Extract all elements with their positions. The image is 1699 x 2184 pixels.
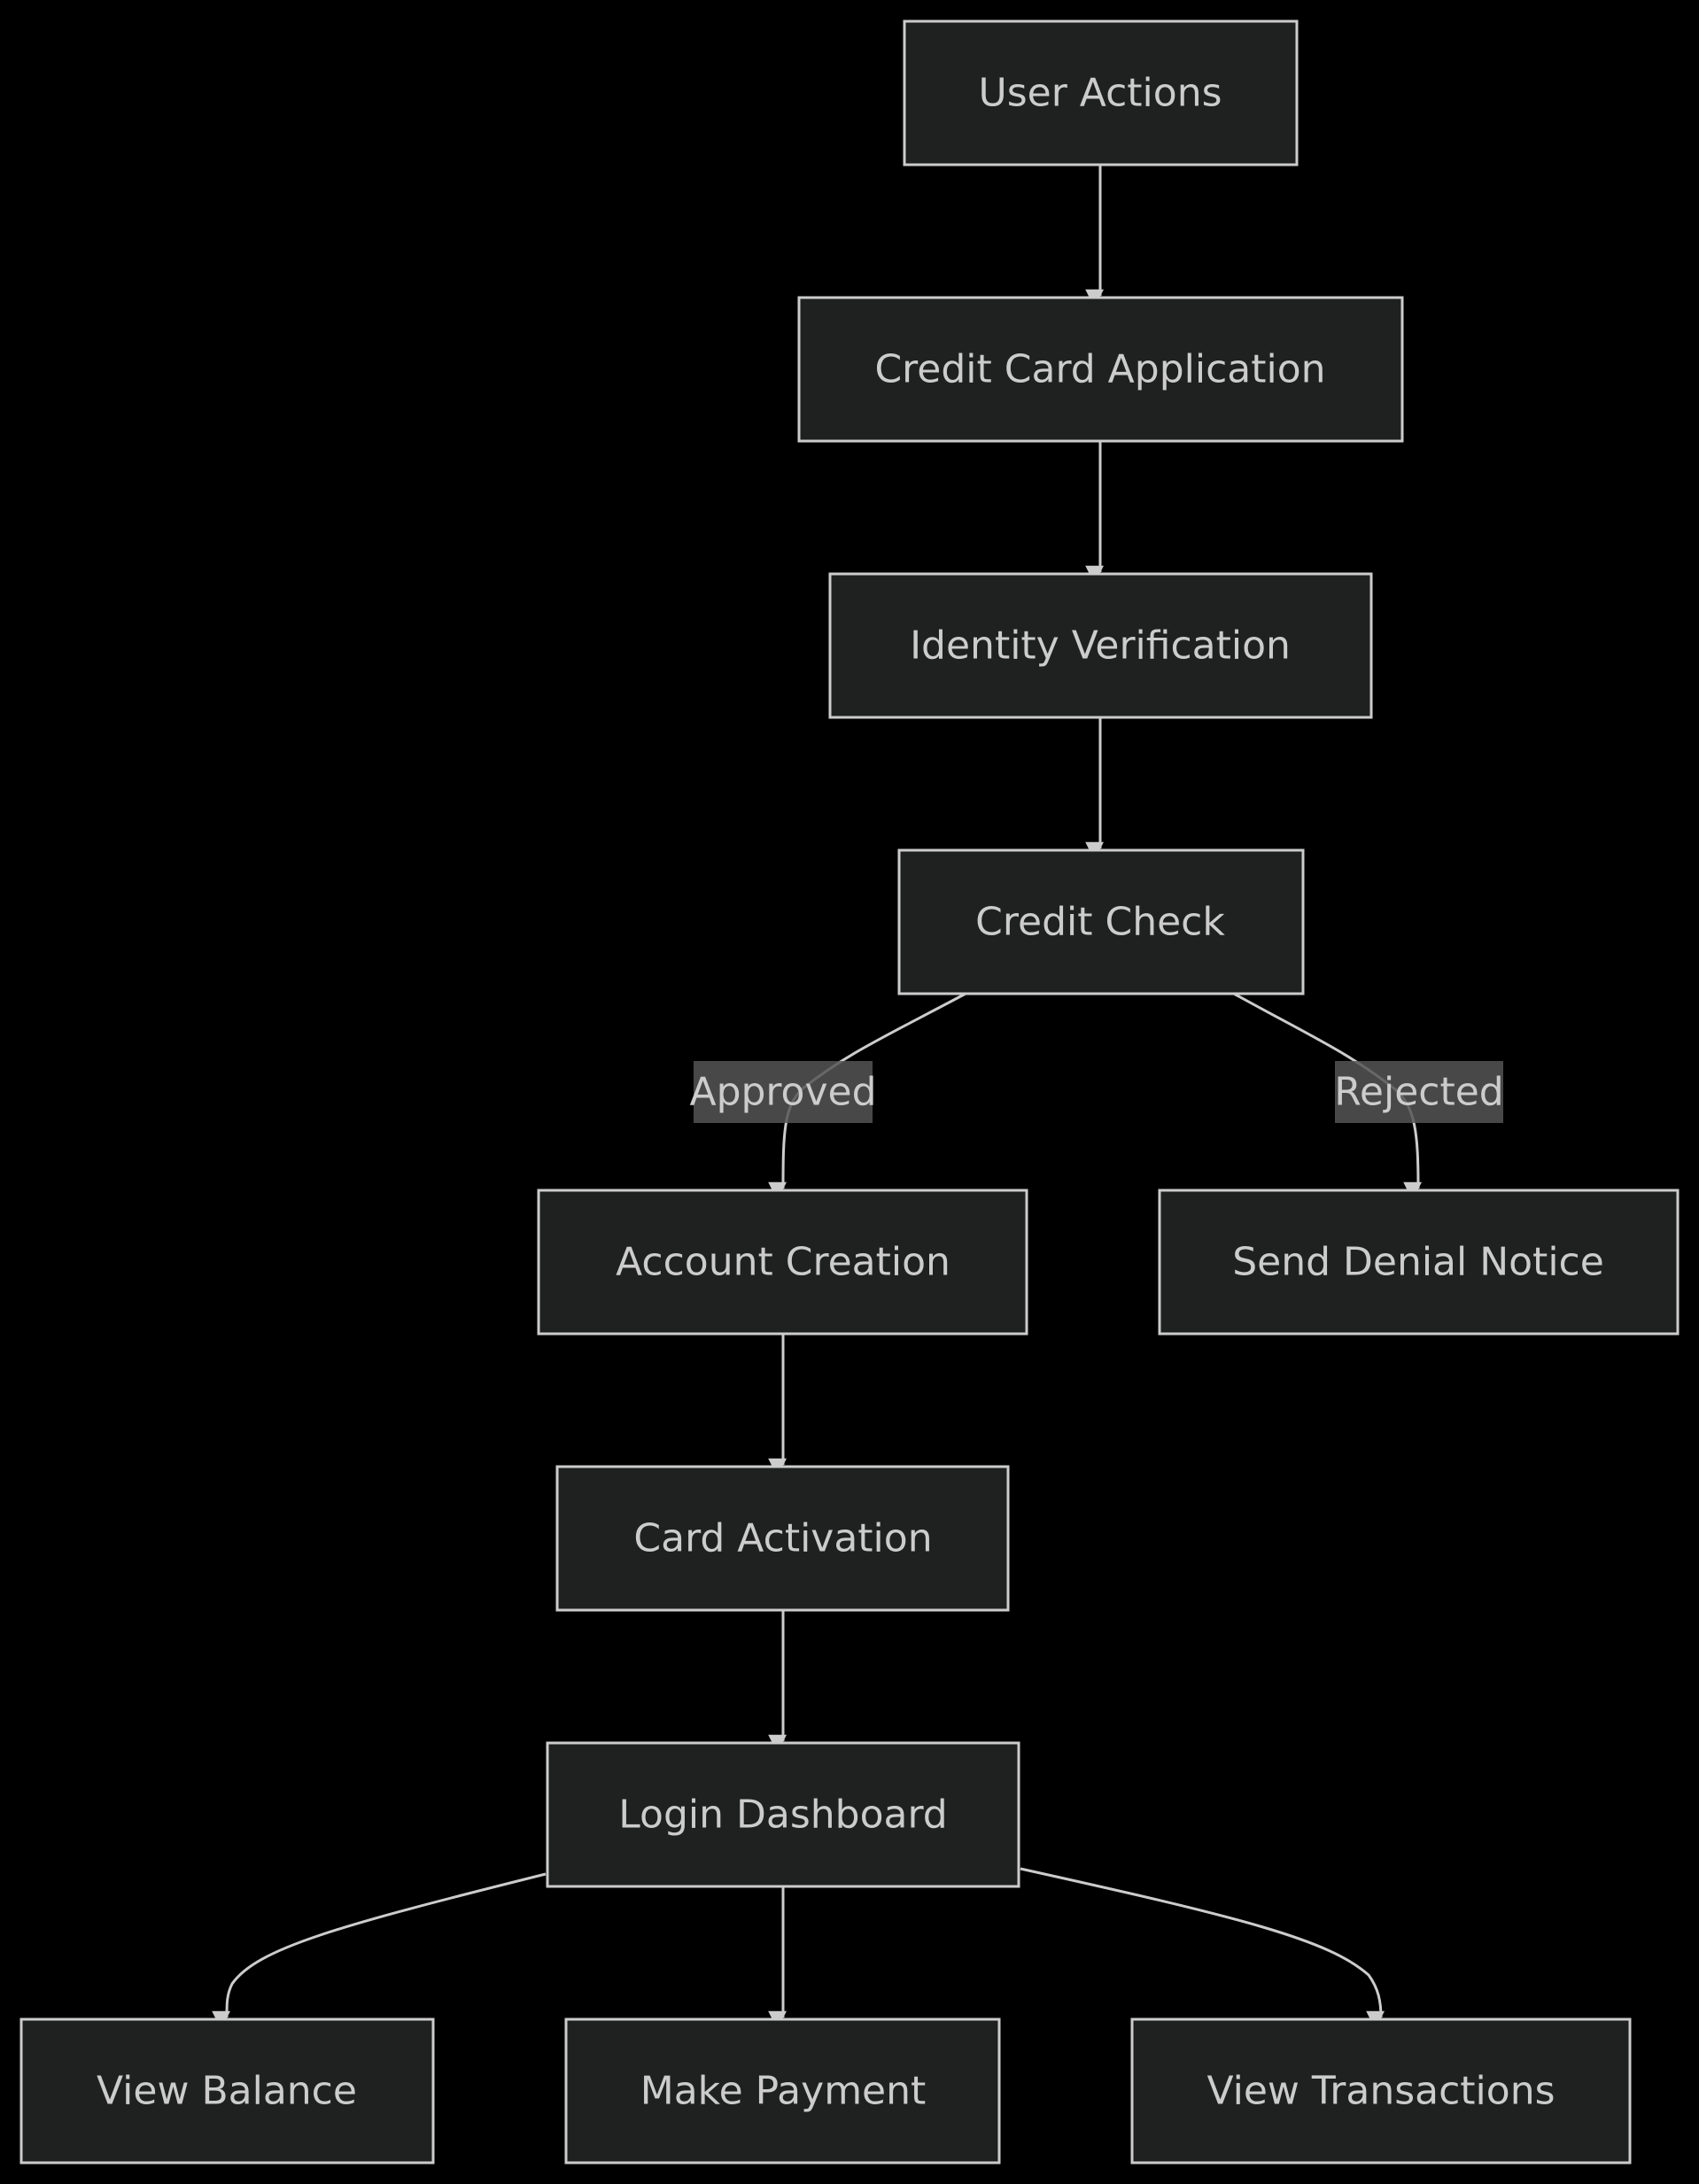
node-identity-verification: Identity Verification: [828, 572, 1373, 719]
node-identity-verification-label: Identity Verification: [910, 623, 1291, 669]
edge-label-approved-text: Approved: [689, 1070, 876, 1115]
node-view-balance-label: View Balance: [97, 2069, 357, 2114]
node-view-transactions-label: View Transactions: [1206, 2069, 1555, 2114]
node-credit-card-application: Credit Card Application: [797, 296, 1404, 443]
node-send-denial-notice-label: Send Denial Notice: [1232, 1240, 1604, 1285]
edge-label-rejected: Rejected: [1334, 1061, 1504, 1123]
node-view-transactions: View Transactions: [1130, 2017, 1632, 2165]
edge-login-dashboard-to-view-balance: [212, 1872, 547, 2030]
node-credit-check: Credit Check: [897, 848, 1305, 995]
node-card-activation: Card Activation: [555, 1465, 1010, 1612]
node-send-denial-notice: Send Denial Notice: [1158, 1189, 1680, 1336]
edge-login-dashboard-to-view-transactions: [1020, 1867, 1385, 2030]
node-account-creation-label: Account Creation: [616, 1240, 950, 1285]
edge-label-approved: Approved: [689, 1061, 877, 1123]
node-card-activation-label: Card Activation: [633, 1516, 932, 1561]
node-account-creation: Account Creation: [537, 1189, 1028, 1336]
node-user-actions-label: User Actions: [979, 71, 1222, 116]
node-credit-card-application-label: Credit Card Application: [874, 347, 1325, 392]
node-login-dashboard: Login Dashboard: [546, 1741, 1020, 1888]
node-make-payment-label: Make Payment: [640, 2069, 927, 2114]
node-login-dashboard-label: Login Dashboard: [618, 1793, 947, 1838]
edge-label-rejected-text: Rejected: [1334, 1070, 1503, 1115]
node-make-payment: Make Payment: [564, 2017, 1001, 2165]
node-view-balance: View Balance: [19, 2017, 435, 2165]
node-credit-check-label: Credit Check: [975, 900, 1225, 945]
node-user-actions: User Actions: [903, 19, 1299, 167]
